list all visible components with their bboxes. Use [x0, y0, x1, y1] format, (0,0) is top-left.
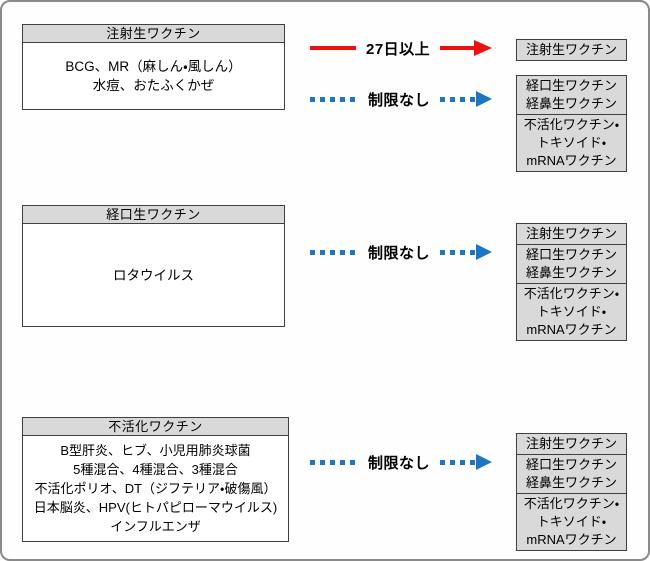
arrow-line — [310, 46, 356, 50]
target-cell: 注射生ワクチン — [517, 224, 626, 244]
target-line: トキソイド・ — [536, 135, 607, 150]
target-box-all-vaccines: 注射生ワクチン 経口生ワクチン 経鼻生ワクチン 不活化ワクチン・ トキソイド・ … — [516, 433, 627, 551]
dotted-arrow-line — [440, 96, 476, 102]
arrow-line — [440, 46, 474, 50]
target-line: mRNAワクチン — [526, 153, 617, 168]
vaccine-list-line: 不活化ポリオ、DT（ジフテリア・破傷風） — [34, 481, 277, 496]
target-box-all-vaccines: 注射生ワクチン 経口生ワクチン 経鼻生ワクチン 不活化ワクチン・ トキソイド・ … — [516, 223, 627, 341]
no-restriction-arrow: 制限なし — [310, 241, 492, 263]
vaccine-list-line: 水痘、おたふくかぜ — [92, 78, 215, 93]
target-cell: 経口生ワクチン 経鼻生ワクチン — [517, 76, 626, 114]
source-box-body: B型肝炎、ヒブ、小児用肺炎球菌 5種混合、4種混合、3種混合 不活化ポリオ、DT… — [23, 436, 288, 541]
vaccine-list-line: インフルエンザ — [110, 519, 201, 534]
target-cell: 不活化ワクチン・ トキソイド・ mRNAワクチン — [517, 283, 626, 340]
target-box-injectable-live: 注射生ワクチン — [516, 39, 627, 61]
no-restriction-arrow: 制限なし — [310, 451, 492, 473]
arrowhead-right-icon — [474, 40, 492, 56]
arrowhead-right-icon — [476, 244, 492, 260]
target-line: 不活化ワクチン・ — [523, 286, 620, 301]
vaccine-list-line: 5種混合、4種混合、3種混合 — [73, 462, 238, 477]
arrow-label: 制限なし — [368, 244, 431, 262]
target-line: 不活化ワクチン・ — [523, 496, 620, 511]
arrow-label: 27日以上 — [366, 40, 431, 58]
target-line: 経鼻生ワクチン — [525, 265, 617, 280]
target-cell: 不活化ワクチン・ トキソイド・ mRNAワクチン — [517, 493, 626, 550]
target-line: トキソイド・ — [536, 514, 607, 529]
vaccine-list-line: BCG、MR（麻しん・風しん） — [65, 59, 242, 74]
source-box-inactivated: 不活化ワクチン B型肝炎、ヒブ、小児用肺炎球菌 5種混合、4種混合、3種混合 不… — [22, 417, 289, 542]
dotted-arrow-line — [440, 459, 476, 465]
source-box-oral-live: 経口生ワクチン ロタウイルス — [22, 205, 285, 327]
target-line: 不活化ワクチン・ — [523, 117, 620, 132]
no-restriction-arrow: 制限なし — [310, 88, 492, 110]
target-line: 経口生ワクチン — [525, 457, 617, 472]
source-box-injectable-live: 注射生ワクチン BCG、MR（麻しん・風しん） 水痘、おたふくかぜ — [22, 24, 285, 110]
vaccine-list-line: ロタウイルス — [113, 267, 194, 283]
target-line: トキソイド・ — [536, 304, 607, 319]
target-cell: 経口生ワクチン 経鼻生ワクチン — [517, 244, 626, 283]
target-line: 経口生ワクチン — [525, 78, 617, 93]
target-line: 注射生ワクチン — [525, 436, 617, 451]
arrow-label: 制限なし — [368, 454, 431, 472]
source-box-header: 経口生ワクチン — [23, 206, 284, 224]
target-line: 経鼻生ワクチン — [525, 475, 617, 490]
arrow-label: 制限なし — [368, 91, 431, 109]
dotted-arrow-line — [310, 96, 358, 102]
arrowhead-right-icon — [476, 454, 492, 470]
source-box-header: 不活化ワクチン — [23, 418, 288, 436]
target-box-other-vaccines: 経口生ワクチン 経鼻生ワクチン 不活化ワクチン・ トキソイド・ mRNAワクチン — [516, 75, 627, 172]
source-box-body: BCG、MR（麻しん・風しん） 水痘、おたふくかぜ — [23, 43, 284, 109]
source-box-body: ロタウイルス — [23, 224, 284, 326]
target-line: 経鼻生ワクチン — [525, 96, 617, 111]
dotted-arrow-line — [310, 249, 358, 255]
target-cell: 経口生ワクチン 経鼻生ワクチン — [517, 454, 626, 493]
target-line: mRNAワクチン — [526, 322, 617, 337]
vaccine-list-line: B型肝炎、ヒブ、小児用肺炎球菌 — [60, 443, 251, 458]
dotted-arrow-line — [310, 459, 358, 465]
target-line: 注射生ワクチン — [525, 42, 617, 57]
target-line: mRNAワクチン — [526, 532, 617, 547]
target-line: 注射生ワクチン — [525, 226, 617, 241]
vaccine-list-line: 日本脳炎、HPV(ヒトパピローマウイルス) — [33, 500, 278, 515]
interval-arrow-27days: 27日以上 — [310, 37, 492, 59]
dotted-arrow-line — [440, 249, 476, 255]
target-cell: 不活化ワクチン・ トキソイド・ mRNAワクチン — [517, 114, 626, 171]
source-box-header: 注射生ワクチン — [23, 25, 284, 43]
arrowhead-right-icon — [476, 91, 492, 107]
target-line: 経口生ワクチン — [525, 247, 617, 262]
target-cell: 注射生ワクチン — [517, 40, 626, 60]
target-cell: 注射生ワクチン — [517, 434, 626, 454]
